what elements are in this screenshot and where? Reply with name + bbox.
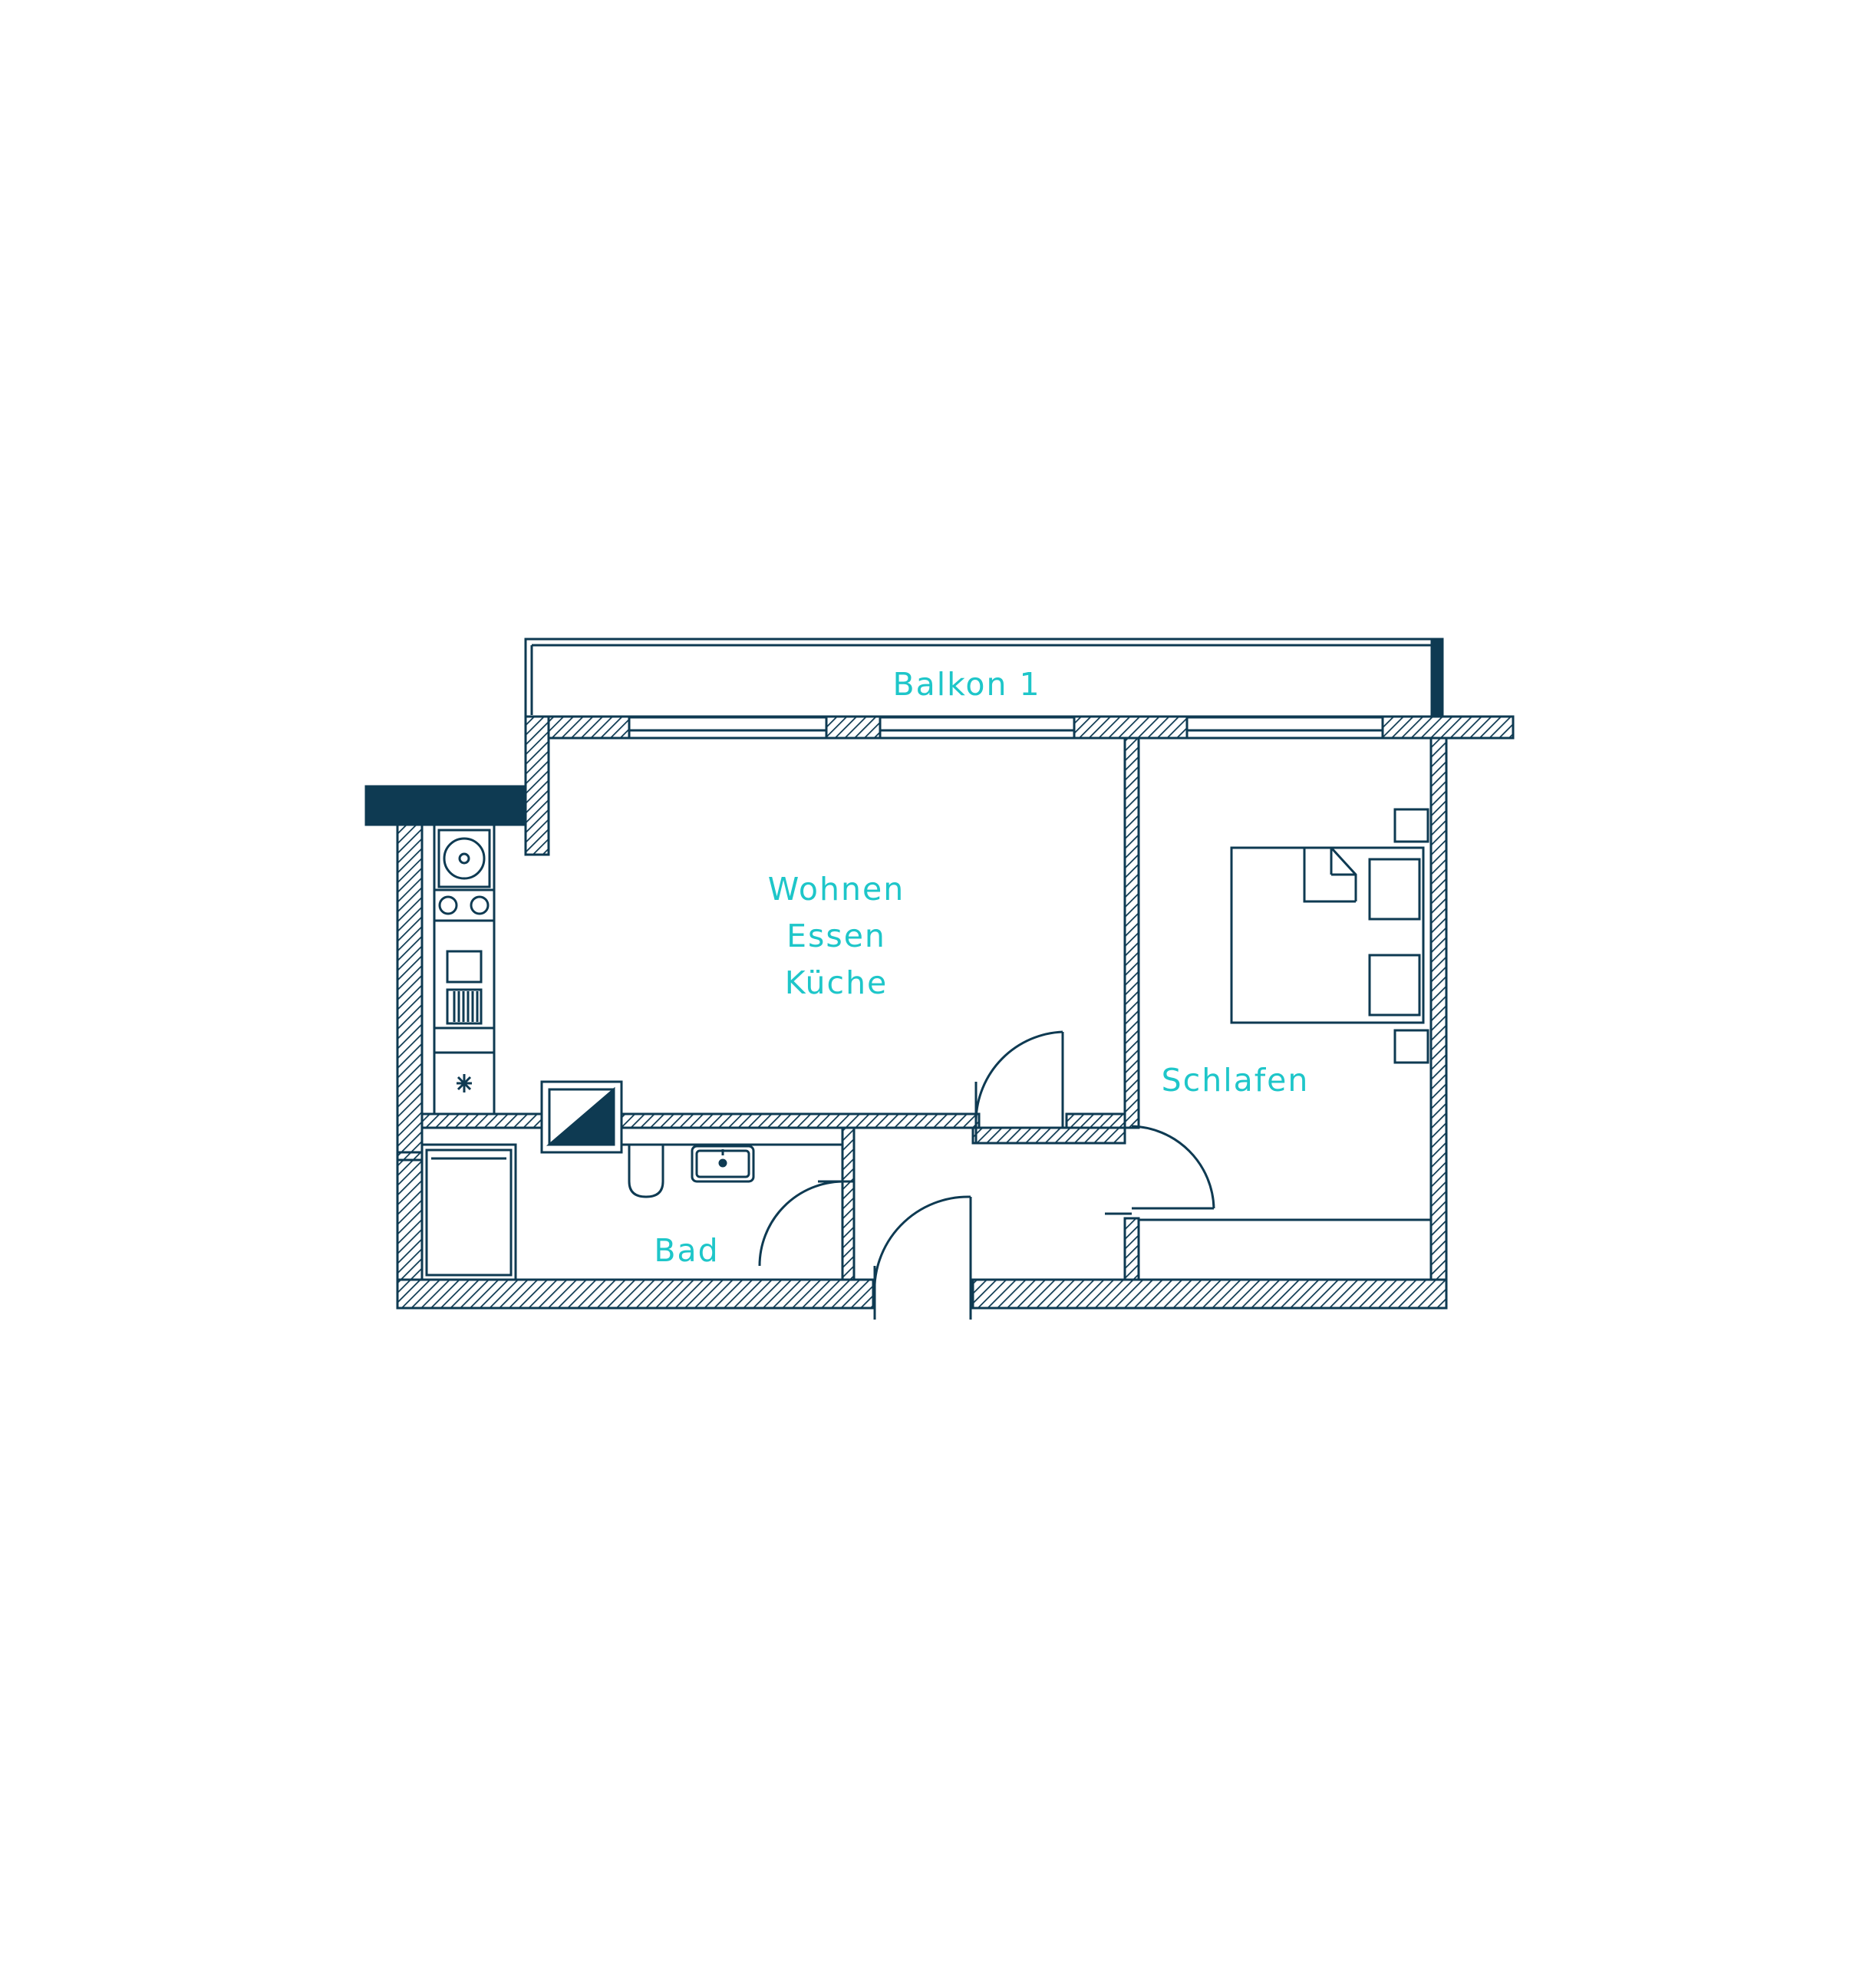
- toilet-icon: [628, 1145, 664, 1198]
- window-icon: [628, 715, 1384, 740]
- bed-icon: [1230, 846, 1425, 1024]
- room-label-schlafen: Schlafen: [1161, 1062, 1310, 1099]
- sink-icon: [437, 829, 491, 888]
- room-label-essen: Essen: [786, 918, 886, 954]
- stove-icon: [433, 888, 496, 922]
- dishwasher-icon: [446, 950, 483, 1025]
- washbasin-icon: [691, 1145, 755, 1183]
- right-wall: [1429, 736, 1448, 1310]
- top-wall: [524, 715, 1515, 740]
- bottom-wall: [396, 1278, 1448, 1310]
- room-label-bad: Bad: [654, 1232, 720, 1269]
- door-icon: [1105, 1125, 1215, 1215]
- room-label-balkon: Balkon 1: [892, 666, 1041, 703]
- room-label-wohnen: Wohnen: [767, 871, 905, 908]
- left-wall: [396, 823, 424, 1310]
- fridge-icon: [457, 1074, 472, 1092]
- shower-icon: [540, 1080, 623, 1154]
- washing-machine-icon: [420, 1143, 517, 1281]
- nightstand-icon: [1393, 1029, 1429, 1064]
- neighbour-wall: [364, 785, 527, 826]
- door-icon: [974, 1030, 1064, 1143]
- room-label-kueche: Küche: [784, 964, 889, 1001]
- wardrobe: [1137, 1218, 1433, 1281]
- left-upper-wall: [524, 715, 550, 856]
- entrance-door-icon: [859, 1195, 972, 1320]
- kitchen-counter: [433, 823, 496, 1115]
- door-icon: [758, 1180, 854, 1267]
- nightstand-icon: [1393, 808, 1429, 843]
- interior-walls: [397, 736, 1140, 1281]
